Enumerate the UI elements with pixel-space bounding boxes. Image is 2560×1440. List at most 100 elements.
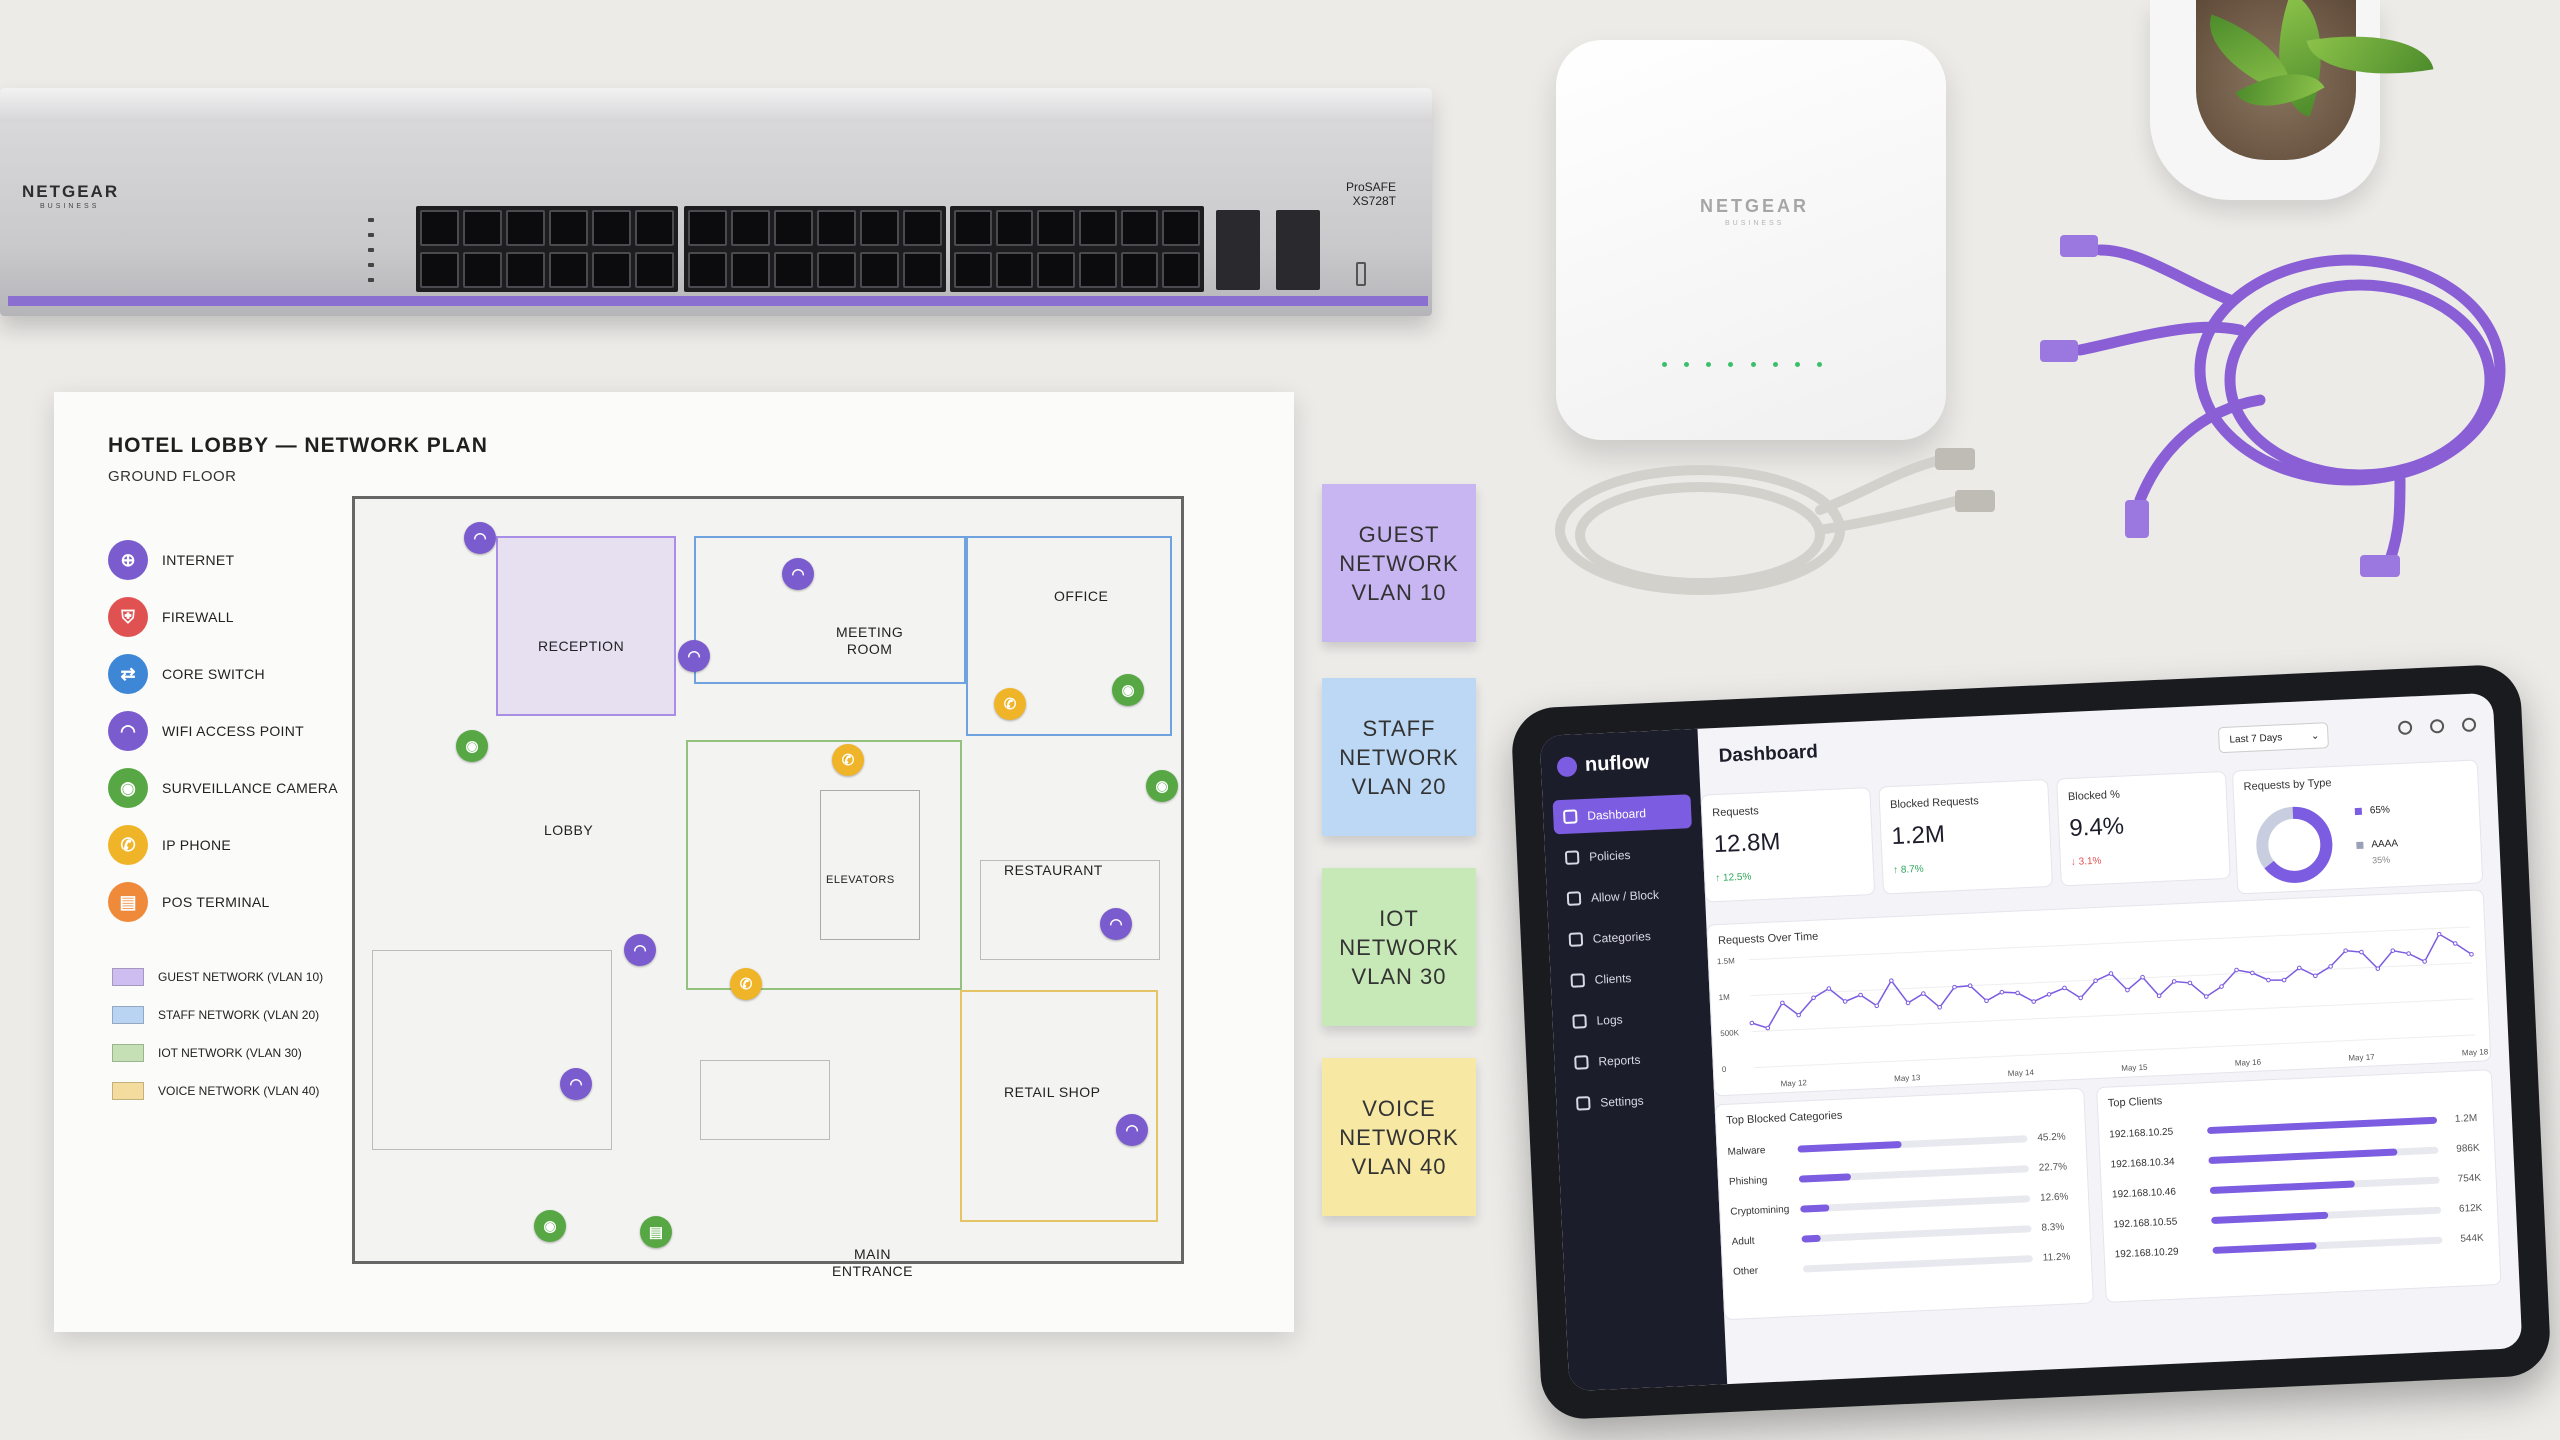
sticky-line: STAFF <box>1362 715 1436 741</box>
wifi-access-point <box>1556 40 1946 440</box>
data-point <box>1765 1025 1771 1031</box>
sidebar-item-clients[interactable]: Clients <box>1560 958 1699 998</box>
vlan-swatch <box>112 968 144 986</box>
date-range-select[interactable]: Last 7 Days⌄ <box>2217 722 2329 754</box>
bar-label: Malware <box>1727 1145 1766 1158</box>
vlan-legend-item: IOT NETWORK (VLAN 30) <box>112 1042 302 1064</box>
data-point <box>1921 991 1926 996</box>
card-title: Top Clients <box>2107 1095 2163 1110</box>
data-point <box>2046 992 2052 997</box>
data-point <box>2422 959 2427 964</box>
user-icon[interactable] <box>2461 717 2477 733</box>
plan-subtitle: GROUND FLOOR <box>108 468 237 485</box>
vlan-legend-item: STAFF NETWORK (VLAN 20) <box>112 1004 319 1026</box>
nav-label: Policies <box>1588 847 1631 864</box>
data-point <box>2343 948 2348 953</box>
data-point <box>2452 941 2458 946</box>
sidebar-item-allow-block[interactable]: Allow / Block <box>1556 876 1695 916</box>
vlan-legend-item: VOICE NETWORK (VLAN 40) <box>112 1080 319 1102</box>
sticky-line: GUEST <box>1358 521 1440 547</box>
elevator-shaft <box>820 790 920 940</box>
data-point <box>1952 984 1957 990</box>
kpi-label: Blocked Requests <box>1889 795 1979 812</box>
plan-title: HOTEL LOBBY — NETWORK PLAN <box>108 434 488 457</box>
kpi-label: Requests <box>1712 805 1760 820</box>
switch-accent-stripe <box>8 296 1428 306</box>
lobby-tables <box>700 1060 830 1140</box>
sticky-line: IOT <box>1379 905 1419 931</box>
data-point <box>1811 995 1816 1001</box>
sticky-line: VLAN 20 <box>1351 773 1447 799</box>
bar-label: Other <box>1732 1265 1759 1278</box>
gridline <box>1748 926 2471 961</box>
data-point <box>2250 970 2255 976</box>
ethernet-cables <box>1555 235 2506 595</box>
sidebar-item-logs[interactable]: Logs <box>1562 999 1701 1039</box>
lobby-lounge-outline <box>372 950 612 1150</box>
kpi-value: 9.4% <box>2068 812 2125 843</box>
gridline <box>1753 1034 2476 1069</box>
data-point <box>1937 1004 1942 1010</box>
kpi-label: Blocked % <box>2067 788 2121 804</box>
nav-label: Logs <box>1596 1012 1623 1028</box>
data-point <box>2187 980 2193 986</box>
sidebar-item-settings[interactable]: Settings <box>1566 1081 1705 1121</box>
sidebar-item-categories[interactable]: Categories <box>1558 917 1697 957</box>
data-point <box>2281 977 2287 983</box>
sticky-line: VOICE <box>1362 1095 1436 1121</box>
legend-label: INTERNET <box>162 552 235 568</box>
bar-label: Cryptomining <box>1730 1204 1790 1218</box>
nav-label: Settings <box>1599 1093 1644 1110</box>
vlan-swatch <box>112 1044 144 1062</box>
bar-track <box>1801 1225 2032 1243</box>
zone-staff-meeting <box>694 536 966 684</box>
app-logo[interactable]: nuflow <box>1551 749 1690 778</box>
x-tick-label: May 16 <box>2235 1058 2262 1068</box>
bar-value: 612K <box>2458 1202 2483 1215</box>
legend-icon: ▤ <box>108 882 148 922</box>
wifi-icon: ◠ <box>1116 1114 1148 1146</box>
bar-fill <box>1800 1204 1830 1213</box>
sfp-port <box>1276 210 1320 290</box>
data-point <box>1967 983 1973 989</box>
room-label-restaurant: RESTAURANT <box>1004 862 1103 878</box>
data-point <box>2406 951 2411 956</box>
floor-plan-drawing <box>352 496 1184 1264</box>
sidebar-item-policies[interactable]: Policies <box>1554 835 1693 875</box>
restaurant-tables <box>980 860 1160 960</box>
data-point <box>2436 931 2442 937</box>
sticky-line: VLAN 40 <box>1351 1153 1447 1179</box>
data-point <box>2203 994 2209 999</box>
data-point <box>1826 986 1832 991</box>
bell-icon[interactable] <box>2397 720 2413 736</box>
nav-icon <box>1566 891 1582 906</box>
sticky-line: VLAN 10 <box>1351 579 1447 605</box>
logo-icon <box>1556 755 1578 777</box>
vlan-label: STAFF NETWORK (VLAN 20) <box>158 1008 320 1022</box>
legend-sub: 35% <box>2371 854 2391 866</box>
nav-icon <box>1562 809 1578 824</box>
kpi-value: 1.2M <box>1890 820 1946 851</box>
legend-icon: ◠ <box>108 711 148 751</box>
bar-value: 1.2M <box>2454 1112 2478 1125</box>
sidebar-item-reports[interactable]: Reports <box>1564 1040 1703 1080</box>
legend-icon: ◉ <box>108 768 148 808</box>
legend-label: FIREWALL <box>162 609 234 625</box>
phone-icon: ✆ <box>994 688 1026 720</box>
data-point <box>2328 964 2333 969</box>
camera-icon: ◉ <box>534 1210 566 1242</box>
data-point <box>2469 951 2474 957</box>
settings-icon[interactable] <box>2429 718 2445 734</box>
nav-label: Categories <box>1592 929 1652 946</box>
ap-brand-sub: BUSINESS <box>1725 220 1785 227</box>
data-point <box>2359 949 2364 955</box>
sidebar-item-dashboard[interactable]: Dashboard <box>1552 794 1692 835</box>
legend-item: ◠WIFI ACCESS POINT <box>108 709 304 753</box>
